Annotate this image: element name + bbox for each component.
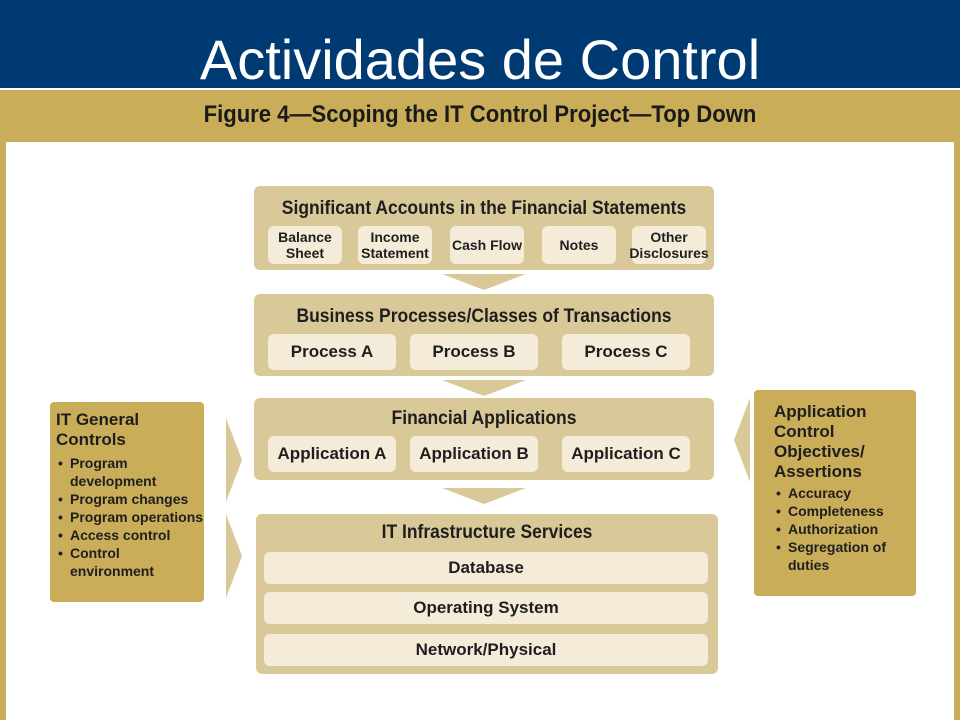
slide-header: Actividades de Control	[0, 0, 960, 91]
list-item: Accuracy	[774, 484, 916, 502]
application-c: Application C	[562, 436, 690, 472]
slide-title: Actividades de Control	[199, 28, 761, 91]
infra-operating-system: Operating System	[264, 592, 708, 624]
tier-title: Financial Applications	[391, 408, 577, 429]
application-b: Application B	[410, 436, 538, 472]
application-control-title: Application Control Objectives/ Assertio…	[774, 402, 867, 481]
account-cash-flow: Cash Flow	[450, 226, 524, 264]
infra-database: Database	[264, 552, 708, 584]
list-item: Program operations	[56, 508, 204, 526]
infra-network-physical: Network/Physical	[264, 634, 708, 666]
tier-significant-accounts: Significant Accounts in the Financial St…	[254, 186, 714, 270]
down-arrow	[442, 274, 526, 290]
tier-title: Business Processes/Classes of Transactio…	[296, 306, 672, 327]
down-arrow	[442, 488, 526, 504]
tier-business-processes: Business Processes/Classes of Transactio…	[254, 294, 714, 376]
list-item: Program changes	[56, 490, 204, 508]
application-a: Application A	[268, 436, 396, 472]
account-notes: Notes	[542, 226, 616, 264]
tier-it-infrastructure: IT Infrastructure Services Database Oper…	[256, 514, 718, 674]
list-item: Completeness	[774, 502, 916, 520]
down-arrow	[442, 380, 526, 396]
application-control-panel: Application Control Objectives/ Assertio…	[754, 390, 916, 596]
tier-financial-applications: Financial Applications Application A App…	[254, 398, 714, 480]
chevron-right-icon	[226, 418, 242, 502]
process-c: Process C	[562, 334, 690, 370]
chevron-left-icon	[734, 398, 750, 482]
tier-title: Significant Accounts in the Financial St…	[281, 198, 687, 219]
it-general-controls-title: IT General Controls	[56, 410, 140, 449]
application-control-list: Accuracy Completeness Authorization Segr…	[774, 484, 916, 574]
process-a: Process A	[268, 334, 396, 370]
process-b: Process B	[410, 334, 538, 370]
chevron-right-icon	[226, 514, 242, 598]
list-item: Authorization	[774, 520, 916, 538]
tier-title: IT Infrastructure Services	[381, 522, 593, 543]
figure-title: Figure 4—Scoping the IT Control Project—…	[203, 101, 757, 128]
list-item: Access control	[56, 526, 204, 544]
